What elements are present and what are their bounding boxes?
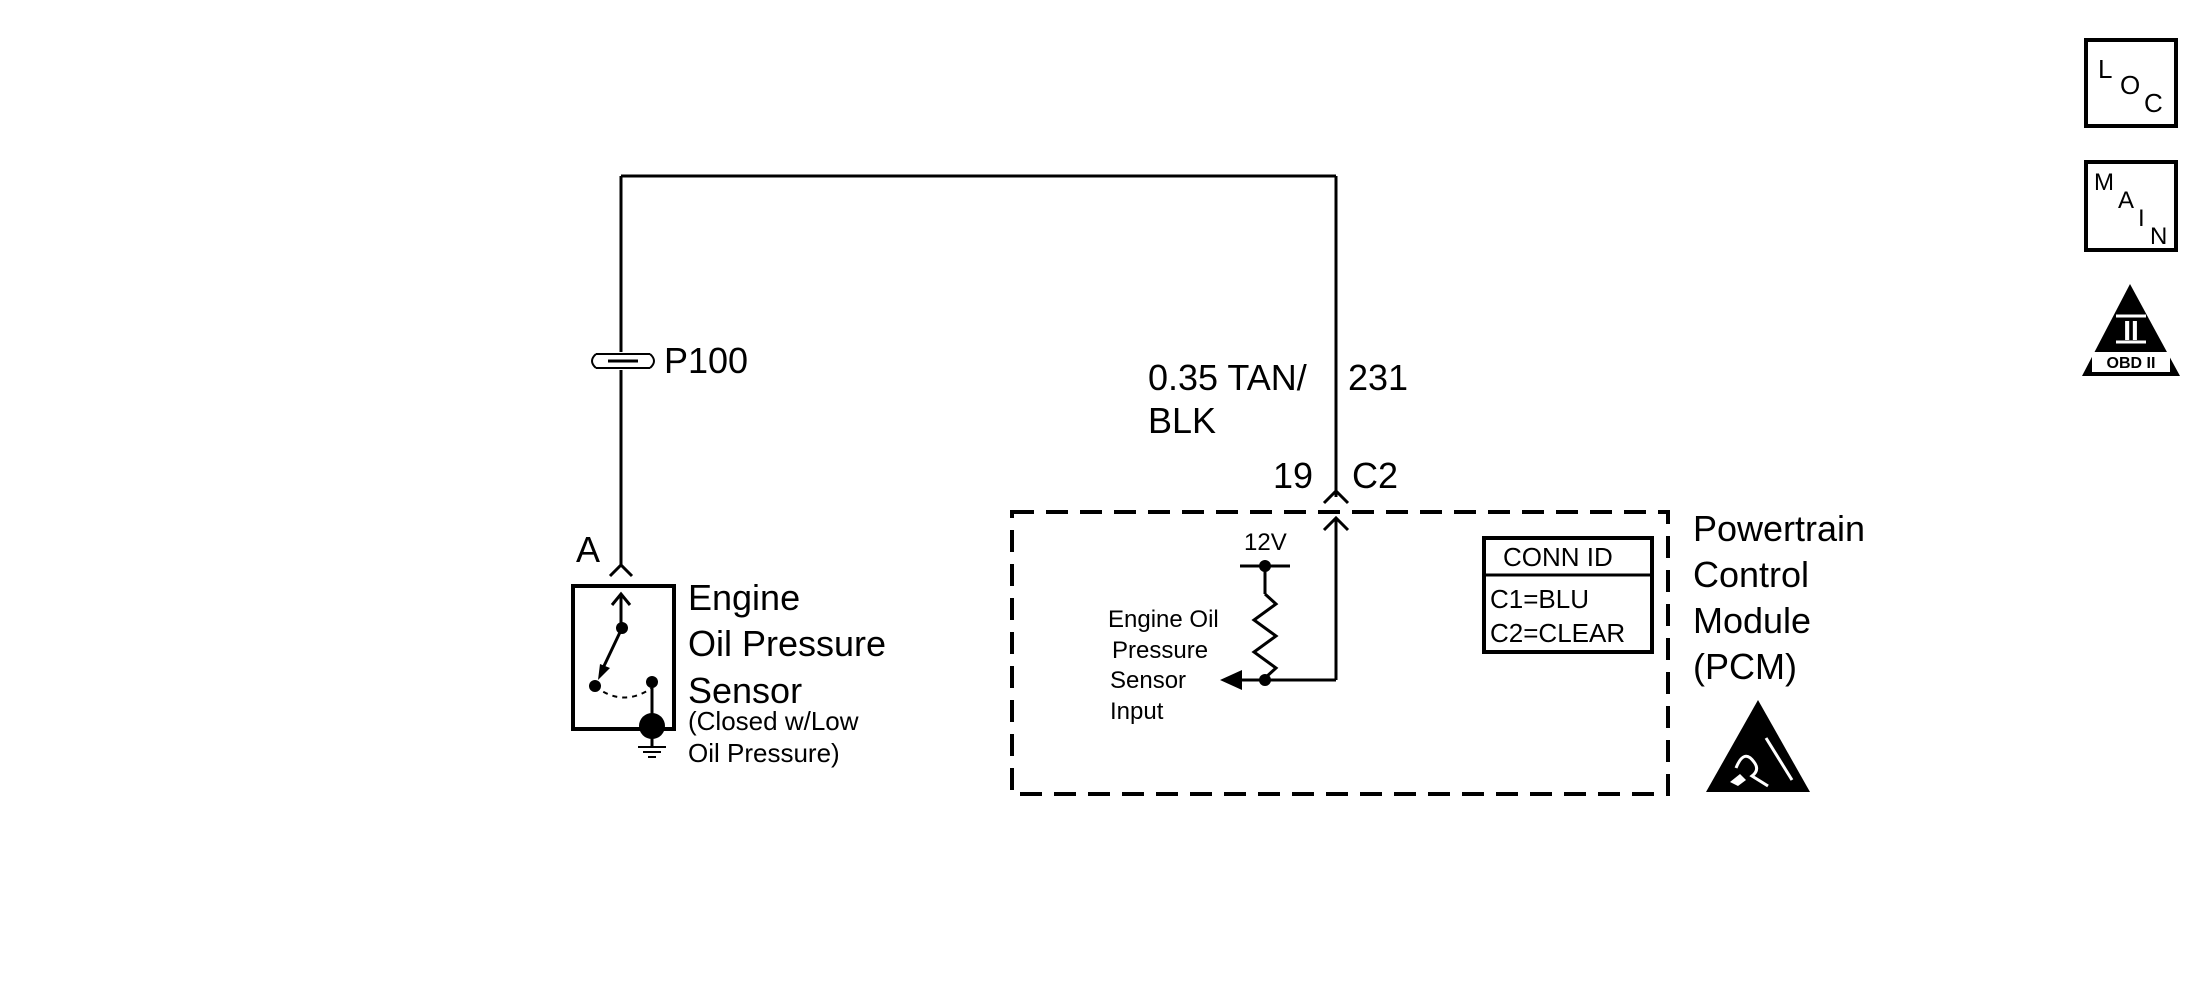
connector-pin: 19: [1273, 455, 1313, 496]
pcm-input-label-1: Engine Oil: [1108, 606, 1219, 633]
wire-color-label: 0.35 TAN/: [1148, 357, 1307, 398]
sensor-note-2: Oil Pressure): [688, 738, 840, 768]
esd-warning-icon: [1706, 700, 1810, 792]
pcm-name-2: Control: [1693, 554, 1809, 595]
loc-letter-o: O: [2120, 70, 2140, 100]
splice-label: P100: [664, 340, 748, 381]
loc-letter-l: L: [2098, 54, 2112, 84]
main-letter-n: N: [2150, 223, 2167, 250]
connector-c2-symbol: [1322, 488, 1350, 532]
pcm-name-1: Powertrain: [1693, 508, 1865, 549]
loc-button[interactable]: L O C: [2084, 38, 2178, 128]
pcm-name-4: (PCM): [1693, 646, 1797, 687]
connector-id: C2: [1352, 455, 1398, 496]
conn-id-table: [1482, 536, 1654, 654]
pcm-name-3: Module: [1693, 600, 1811, 641]
sensor-terminal: A: [576, 529, 600, 570]
conn-id-title: CONN ID: [1503, 542, 1613, 572]
circuit-wire: [619, 174, 1338, 565]
obd-numeral: II: [2123, 315, 2139, 346]
pcm-boundary: [1010, 510, 1670, 796]
sensor-name-1: Engine: [688, 577, 800, 618]
loc-letter-c: C: [2144, 88, 2163, 118]
pcm-input-label-4: Input: [1110, 698, 1164, 725]
main-letter-i: I: [2138, 205, 2145, 232]
conn-id-row-2: C2=CLEAR: [1490, 618, 1625, 648]
sensor-name-3: Sensor: [688, 670, 802, 711]
main-letter-m: M: [2094, 169, 2114, 196]
oil-pressure-switch: [571, 584, 676, 731]
pcm-voltage: 12V: [1244, 529, 1287, 556]
splice-icon: [591, 352, 655, 370]
pcm-internal-circuit: [1220, 520, 1338, 690]
wire-color-label-2: BLK: [1148, 400, 1216, 441]
obd-ii-button[interactable]: II OBD II: [2082, 284, 2180, 376]
sensor-note-1: (Closed w/Low: [688, 706, 859, 736]
sensor-name-2: Oil Pressure: [688, 623, 886, 664]
sensor-terminal-symbol: [608, 562, 634, 578]
main-letter-a: A: [2118, 187, 2134, 214]
obd-label: OBD II: [2107, 355, 2156, 372]
main-button[interactable]: M A I N: [2084, 160, 2178, 252]
ground-icon: [638, 713, 666, 758]
circuit-number: 231: [1348, 357, 1408, 398]
conn-id-row-1: C1=BLU: [1490, 584, 1589, 614]
pcm-input-label-2: Pressure: [1112, 637, 1208, 664]
pcm-input-label-3: Sensor: [1110, 667, 1186, 694]
